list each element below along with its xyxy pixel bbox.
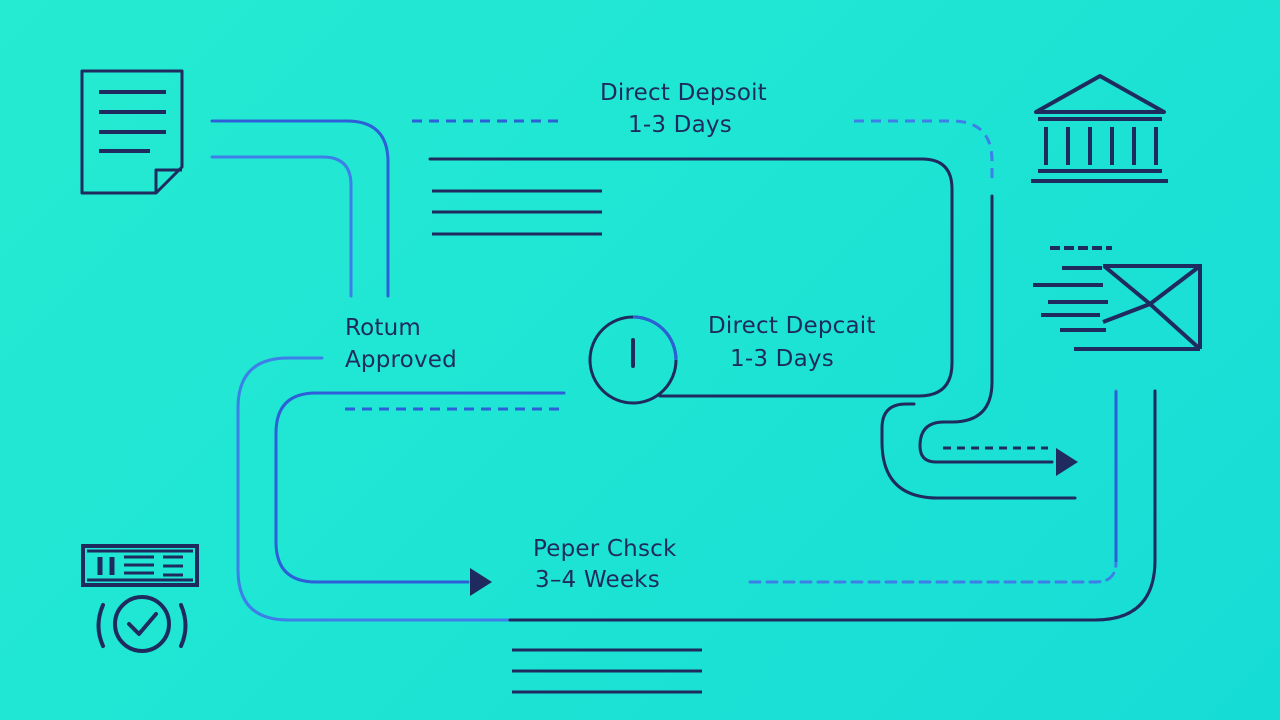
bottom-main-route — [508, 389, 1157, 622]
document-path-inner — [210, 155, 353, 298]
bank-to-email-route — [918, 194, 1054, 464]
direct-deposit-route — [428, 157, 954, 398]
clock-progress-arc — [632, 315, 678, 361]
return-label-line-2: Approved — [345, 347, 457, 373]
fast-envelope-icon — [1033, 246, 1202, 351]
bottom-dashed-route — [748, 389, 1118, 584]
document-icon — [80, 69, 184, 195]
top-deposit-time-label: 1-3 Days — [628, 112, 732, 138]
bank-icon — [1031, 74, 1168, 183]
middle-deposit-time-label: 1-3 Days — [730, 346, 834, 372]
middle-direct-deposit-label: Direct Depcait — [708, 313, 876, 339]
paper-check-time-label: 3–4 Weeks — [535, 567, 660, 593]
paper-check-label: Peper Chsck — [533, 536, 677, 562]
email-arrow-head — [1056, 448, 1078, 476]
email-return-curve — [880, 402, 1077, 500]
return-label-line-1: Rotum — [345, 315, 422, 341]
paper-check-route — [274, 391, 566, 584]
top-dashed-curve-right — [854, 119, 994, 184]
document-path-outer — [210, 119, 390, 298]
paper-check-arrow-head — [470, 568, 492, 596]
top-direct-deposit-label: Direct Depsoit — [600, 80, 767, 106]
paper-check-icon — [81, 544, 199, 653]
